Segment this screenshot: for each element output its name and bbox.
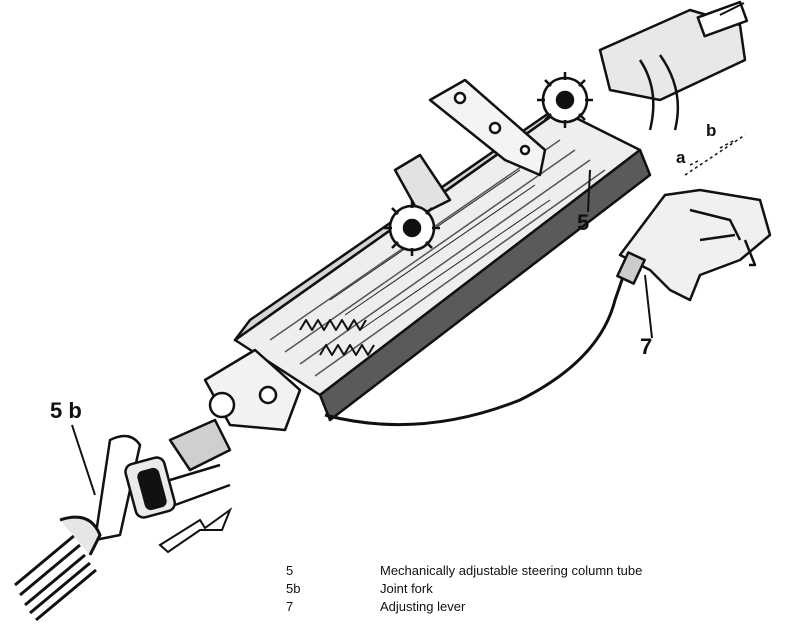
upper-shaft-end: [598, 0, 749, 131]
mounting-bracket: [393, 78, 547, 217]
legend-row: 5 Mechanically adjustable steering colum…: [286, 561, 786, 579]
legend-number: 5b: [286, 580, 301, 596]
adjuster-gear-upper: [537, 72, 593, 128]
joint-fork: [93, 434, 231, 542]
legend-number: 5: [286, 562, 294, 578]
legend-number: 7: [286, 598, 294, 614]
adjuster-gear-lower: [384, 200, 440, 256]
callout-steering-tube: 5: [577, 210, 590, 235]
callout-joint-fork: 5 b: [50, 398, 82, 423]
legend-text: Adjusting lever: [380, 598, 466, 614]
callout-direction-b: b: [706, 121, 717, 140]
lower-joint: [168, 348, 302, 472]
legend-text: Mechanically adjustable steering column …: [380, 562, 643, 578]
shaft-motion-arrow: [158, 507, 233, 554]
legend-row: 7 Adjusting lever: [286, 597, 786, 615]
leader-lines: [71, 169, 653, 496]
legend-text: Joint fork: [380, 580, 433, 596]
legend-row: 5b Joint fork: [286, 579, 786, 597]
callout-adjusting-lever: 7: [640, 334, 653, 359]
direction-arrows: [684, 134, 746, 176]
callout-direction-a: a: [676, 148, 686, 167]
adjusting-lever: [616, 188, 772, 302]
parts-legend: 5 Mechanically adjustable steering colum…: [286, 561, 786, 615]
splined-shaft: [14, 515, 102, 622]
steering-column-tube: [233, 93, 652, 422]
bowden-cable: [324, 261, 630, 427]
